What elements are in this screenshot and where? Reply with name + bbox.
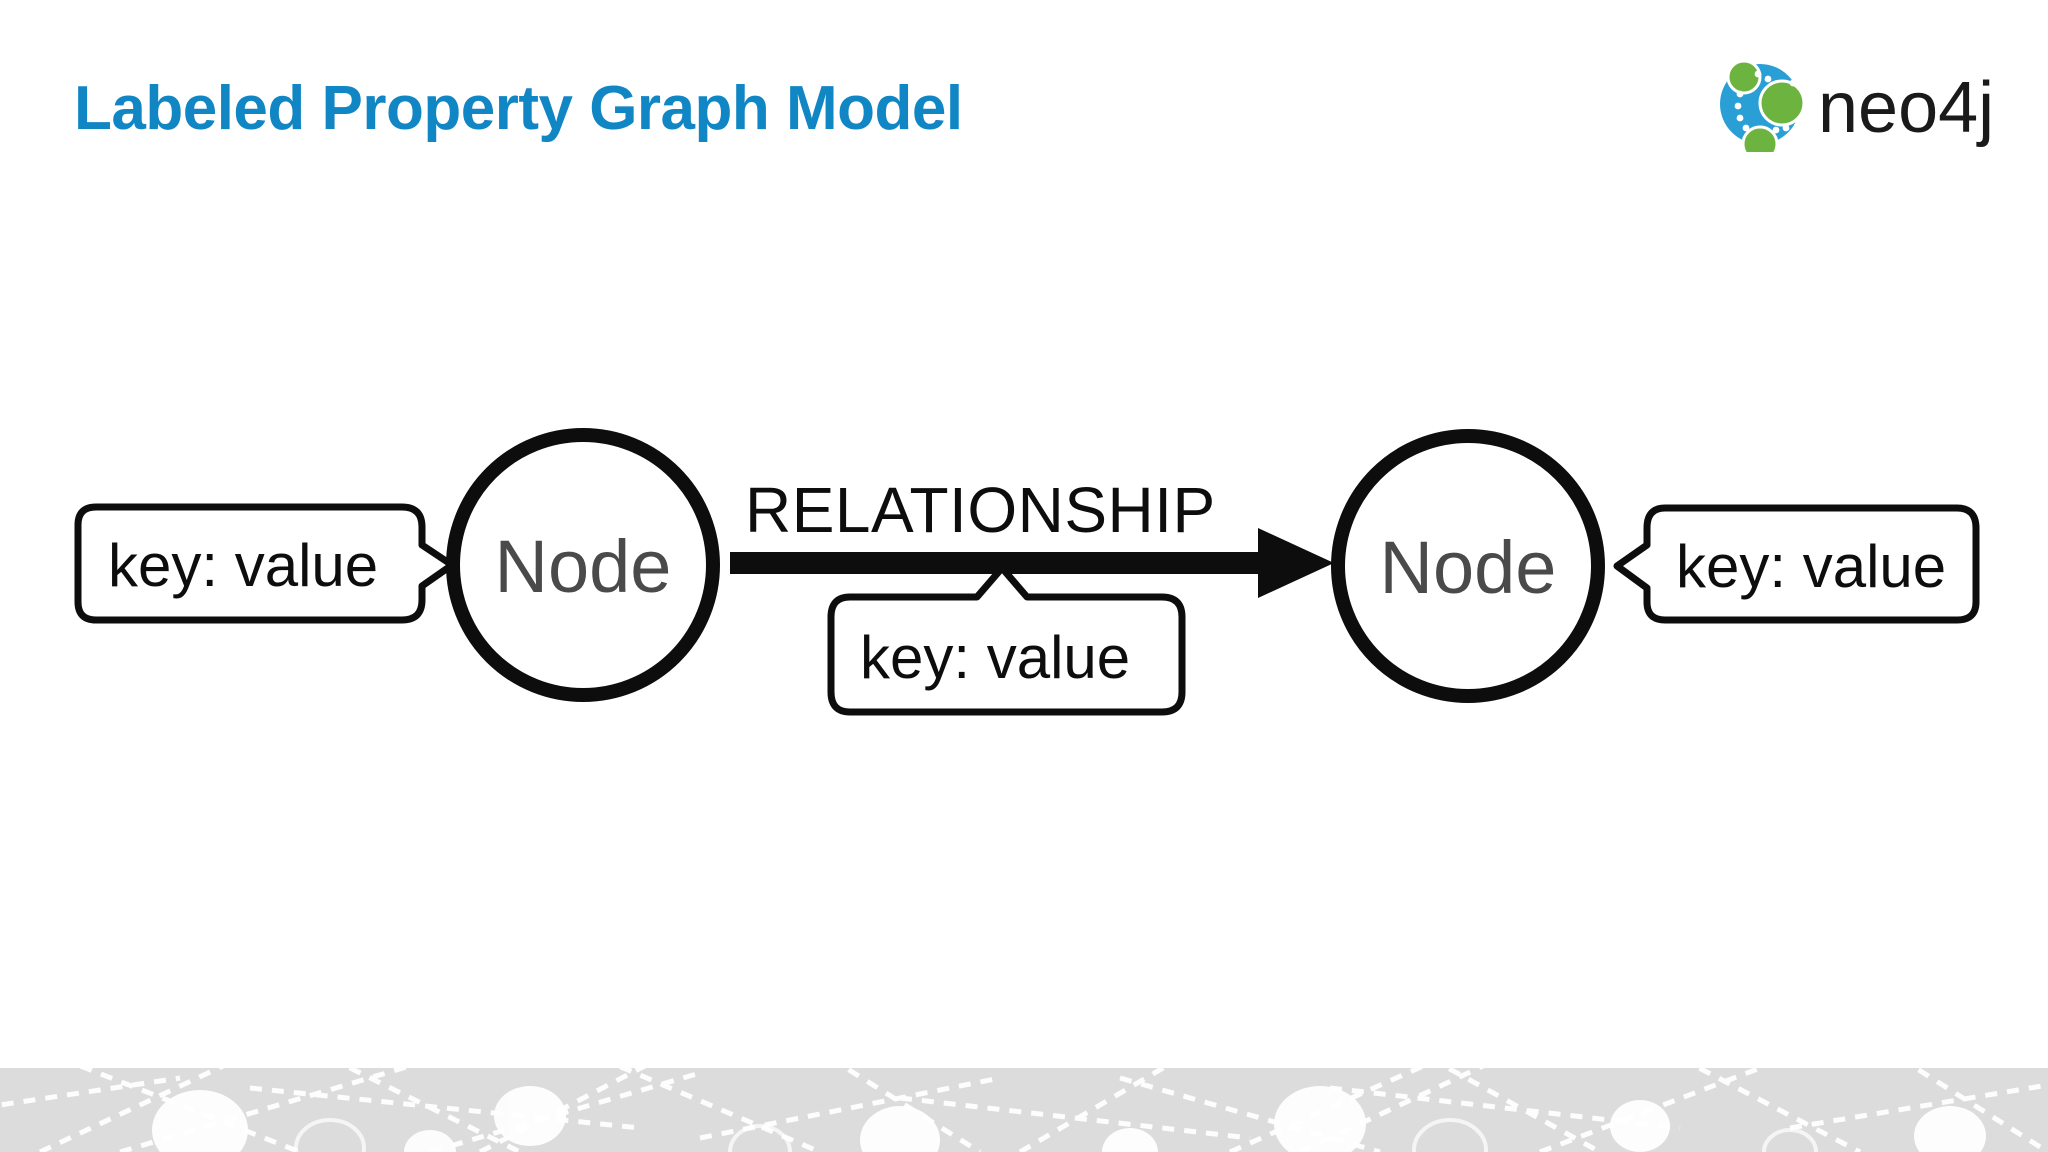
property-text: key: value	[860, 624, 1130, 691]
node-circle	[446, 428, 720, 702]
arrow-shaft	[730, 552, 1265, 574]
relationship-arrow[interactable]	[730, 528, 1334, 598]
node-circle	[1331, 429, 1605, 703]
property-callout-right-node[interactable]: key: value	[1613, 504, 1980, 624]
property-callout-left-node[interactable]: key: value	[74, 503, 456, 624]
node-label: Node	[1380, 526, 1557, 609]
brand-wordmark: neo4j	[1818, 68, 1994, 148]
graph-node-right[interactable]: Node	[1331, 429, 1605, 703]
neo4j-logo-icon: neo4j	[1720, 59, 1994, 152]
graph-node-left[interactable]: Node	[446, 428, 720, 702]
property-text: key: value	[1676, 533, 1946, 600]
callout-shape	[1613, 504, 1980, 624]
page-title: Labeled Property Graph Model	[74, 74, 963, 143]
relationship-label: RELATIONSHIP	[745, 474, 1216, 546]
property-text: key: value	[108, 532, 378, 599]
arrow-head-icon	[1258, 528, 1334, 598]
node-label: Node	[495, 525, 672, 608]
callout-shape	[827, 564, 1186, 716]
footer-decoration-band	[0, 1068, 2048, 1152]
property-callout-relationship[interactable]: key: value	[827, 564, 1186, 716]
graph-diagram: key: value Node RELATIONSHIP key: value …	[74, 428, 1980, 716]
neo4j-logo: neo4j	[1718, 48, 2010, 152]
callout-shape	[74, 503, 456, 624]
graph-network-pattern-icon	[0, 1068, 2048, 1152]
